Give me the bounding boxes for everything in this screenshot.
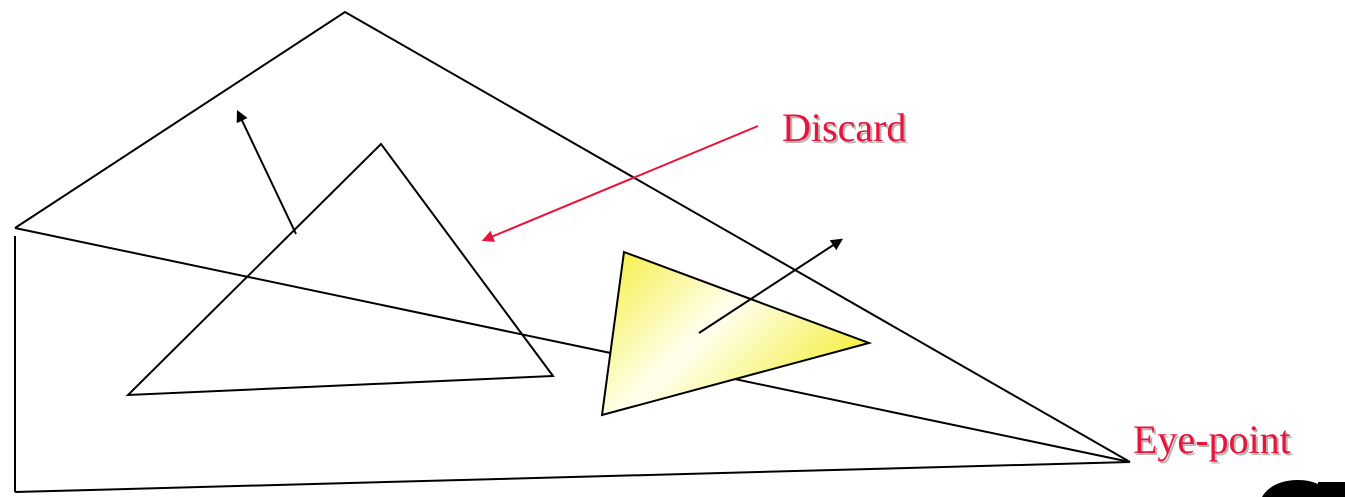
- front-facing-triangle: [600, 250, 873, 417]
- frustum-bottom-line: [14, 461, 1131, 493]
- discard-label: Discard: [782, 105, 906, 150]
- back-facing-triangle: [125, 142, 555, 397]
- eye-point-label: Eye-point: [1133, 417, 1291, 462]
- eye-point-label-shadow: Eye-point: [1135, 419, 1293, 464]
- discard-pointer-arrow: [481, 125, 759, 242]
- logo-fragment: [1262, 480, 1345, 497]
- frustum-middle-line: [14, 227, 1131, 463]
- discard-label-shadow: Discard: [784, 107, 908, 152]
- front-facing-normal-arrow: [698, 238, 844, 334]
- frustum-top-plane: [14, 10, 1131, 463]
- back-facing-normal-arrow: [236, 109, 297, 235]
